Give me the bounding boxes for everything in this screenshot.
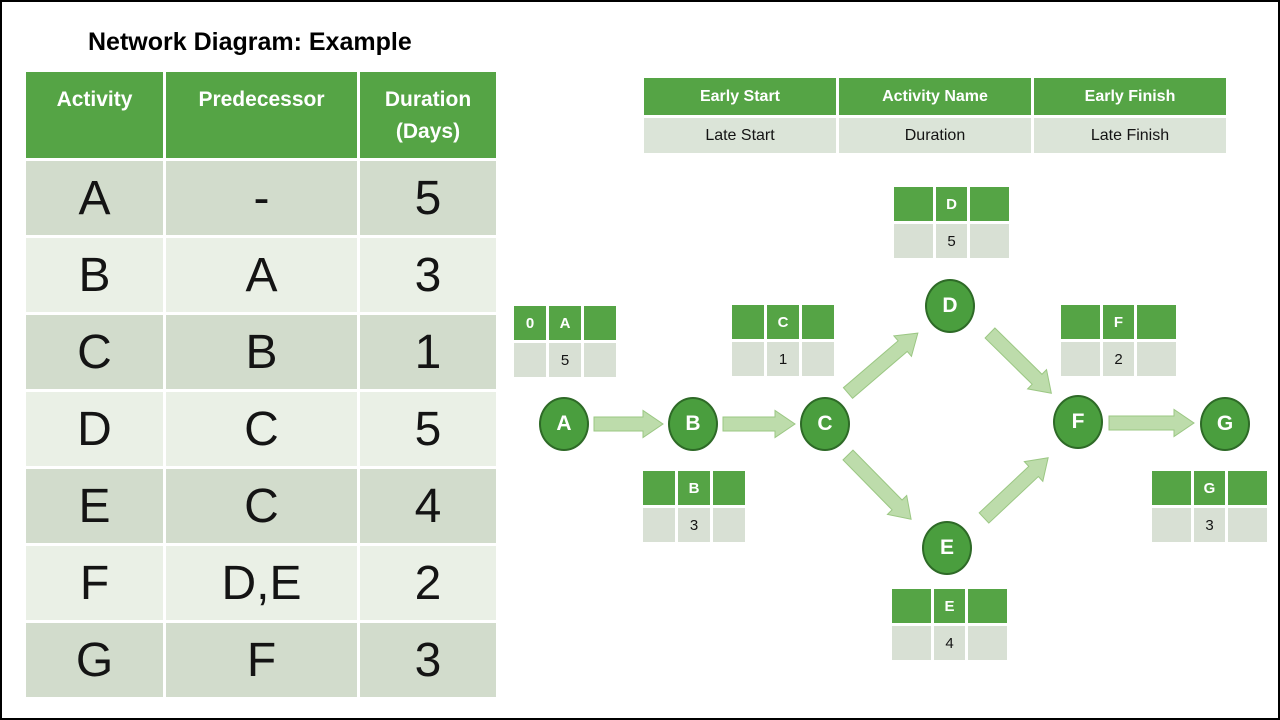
mini-cell: 3 <box>678 508 710 542</box>
mini-cell: 3 <box>1194 508 1225 542</box>
arrow-f-to-g <box>1108 408 1195 438</box>
activity-table-header-activity: Activity <box>26 72 163 158</box>
mini-cell <box>970 224 1009 258</box>
table-cell: C <box>166 392 357 466</box>
table-cell: 2 <box>360 546 496 620</box>
mini-table-c: C 1 <box>732 305 834 376</box>
legend-cell: Late Finish <box>1034 118 1226 153</box>
mini-cell <box>514 343 546 377</box>
arrow-e-to-f <box>978 457 1049 524</box>
mini-cell <box>970 187 1009 221</box>
mini-cell: 0 <box>514 306 546 340</box>
mini-cell: 4 <box>934 626 965 660</box>
mini-cell: 1 <box>767 342 799 376</box>
table-cell: C <box>26 315 163 389</box>
table-cell: A <box>166 238 357 312</box>
network-node-a: A <box>539 397 589 451</box>
legend-cell: Duration <box>839 118 1031 153</box>
mini-cell <box>1061 342 1100 376</box>
mini-cell <box>713 471 745 505</box>
table-cell: D <box>26 392 163 466</box>
legend-header-cell: Early Finish <box>1034 78 1226 115</box>
network-node-e: E <box>922 521 972 575</box>
mini-cell <box>1228 471 1267 505</box>
table-cell: G <box>26 623 163 697</box>
activity-table: Activity Predecessor Duration (Days) A -… <box>26 72 496 697</box>
mini-cell <box>894 224 933 258</box>
mini-cell: F <box>1103 305 1134 339</box>
table-cell: 5 <box>360 161 496 235</box>
legend-table: Early Start Activity Name Early Finish L… <box>644 78 1226 153</box>
mini-cell: E <box>934 589 965 623</box>
table-cell: B <box>26 238 163 312</box>
mini-cell: 2 <box>1103 342 1134 376</box>
table-cell: F <box>166 623 357 697</box>
mini-cell: C <box>767 305 799 339</box>
mini-cell: 5 <box>936 224 967 258</box>
mini-table-b: B 3 <box>643 471 745 542</box>
mini-table-a: 0 A 5 <box>514 306 616 377</box>
mini-cell <box>968 626 1007 660</box>
table-cell: A <box>26 161 163 235</box>
legend-header-cell: Early Start <box>644 78 836 115</box>
mini-cell <box>1137 342 1176 376</box>
mini-cell <box>643 508 675 542</box>
activity-table-header-predecessor: Predecessor <box>166 72 357 158</box>
mini-cell <box>732 305 764 339</box>
table-cell: 3 <box>360 623 496 697</box>
mini-cell <box>1152 471 1191 505</box>
mini-table-g: G 3 <box>1152 471 1267 542</box>
mini-cell <box>584 306 616 340</box>
arrow-c-to-d <box>842 332 919 400</box>
arrow-d-to-f <box>984 327 1052 394</box>
page-title: Network Diagram: Example <box>88 28 412 56</box>
table-cell: 1 <box>360 315 496 389</box>
mini-cell: B <box>678 471 710 505</box>
mini-cell <box>1137 305 1176 339</box>
arrow-b-to-c <box>722 409 796 439</box>
mini-table-f: F 2 <box>1061 305 1176 376</box>
table-cell: F <box>26 546 163 620</box>
mini-table-e: E 4 <box>892 589 1007 660</box>
network-node-c: C <box>800 397 850 451</box>
mini-cell: G <box>1194 471 1225 505</box>
table-cell: C <box>166 469 357 543</box>
mini-cell <box>1152 508 1191 542</box>
mini-cell <box>802 305 834 339</box>
mini-cell <box>802 342 834 376</box>
legend-header-cell: Activity Name <box>839 78 1031 115</box>
activity-table-header-duration: Duration (Days) <box>360 72 496 158</box>
mini-cell <box>1228 508 1267 542</box>
table-cell: 4 <box>360 469 496 543</box>
arrow-a-to-b <box>593 409 664 439</box>
mini-cell <box>713 508 745 542</box>
network-node-b: B <box>668 397 718 451</box>
network-node-d: D <box>925 279 975 333</box>
table-cell: B <box>166 315 357 389</box>
mini-cell <box>643 471 675 505</box>
mini-cell <box>584 343 616 377</box>
mini-table-d: D 5 <box>894 187 1009 258</box>
network-node-f: F <box>1053 395 1103 449</box>
mini-cell <box>894 187 933 221</box>
table-cell: 3 <box>360 238 496 312</box>
mini-cell: A <box>549 306 581 340</box>
network-node-g: G <box>1200 397 1250 451</box>
table-cell: E <box>26 469 163 543</box>
table-cell: 5 <box>360 392 496 466</box>
legend-cell: Late Start <box>644 118 836 153</box>
mini-cell <box>732 342 764 376</box>
table-cell: - <box>166 161 357 235</box>
mini-cell <box>1061 305 1100 339</box>
mini-cell: 5 <box>549 343 581 377</box>
arrow-c-to-e <box>842 449 912 520</box>
table-cell: D,E <box>166 546 357 620</box>
mini-cell <box>968 589 1007 623</box>
mini-cell: D <box>936 187 967 221</box>
mini-cell <box>892 589 931 623</box>
mini-cell <box>892 626 931 660</box>
